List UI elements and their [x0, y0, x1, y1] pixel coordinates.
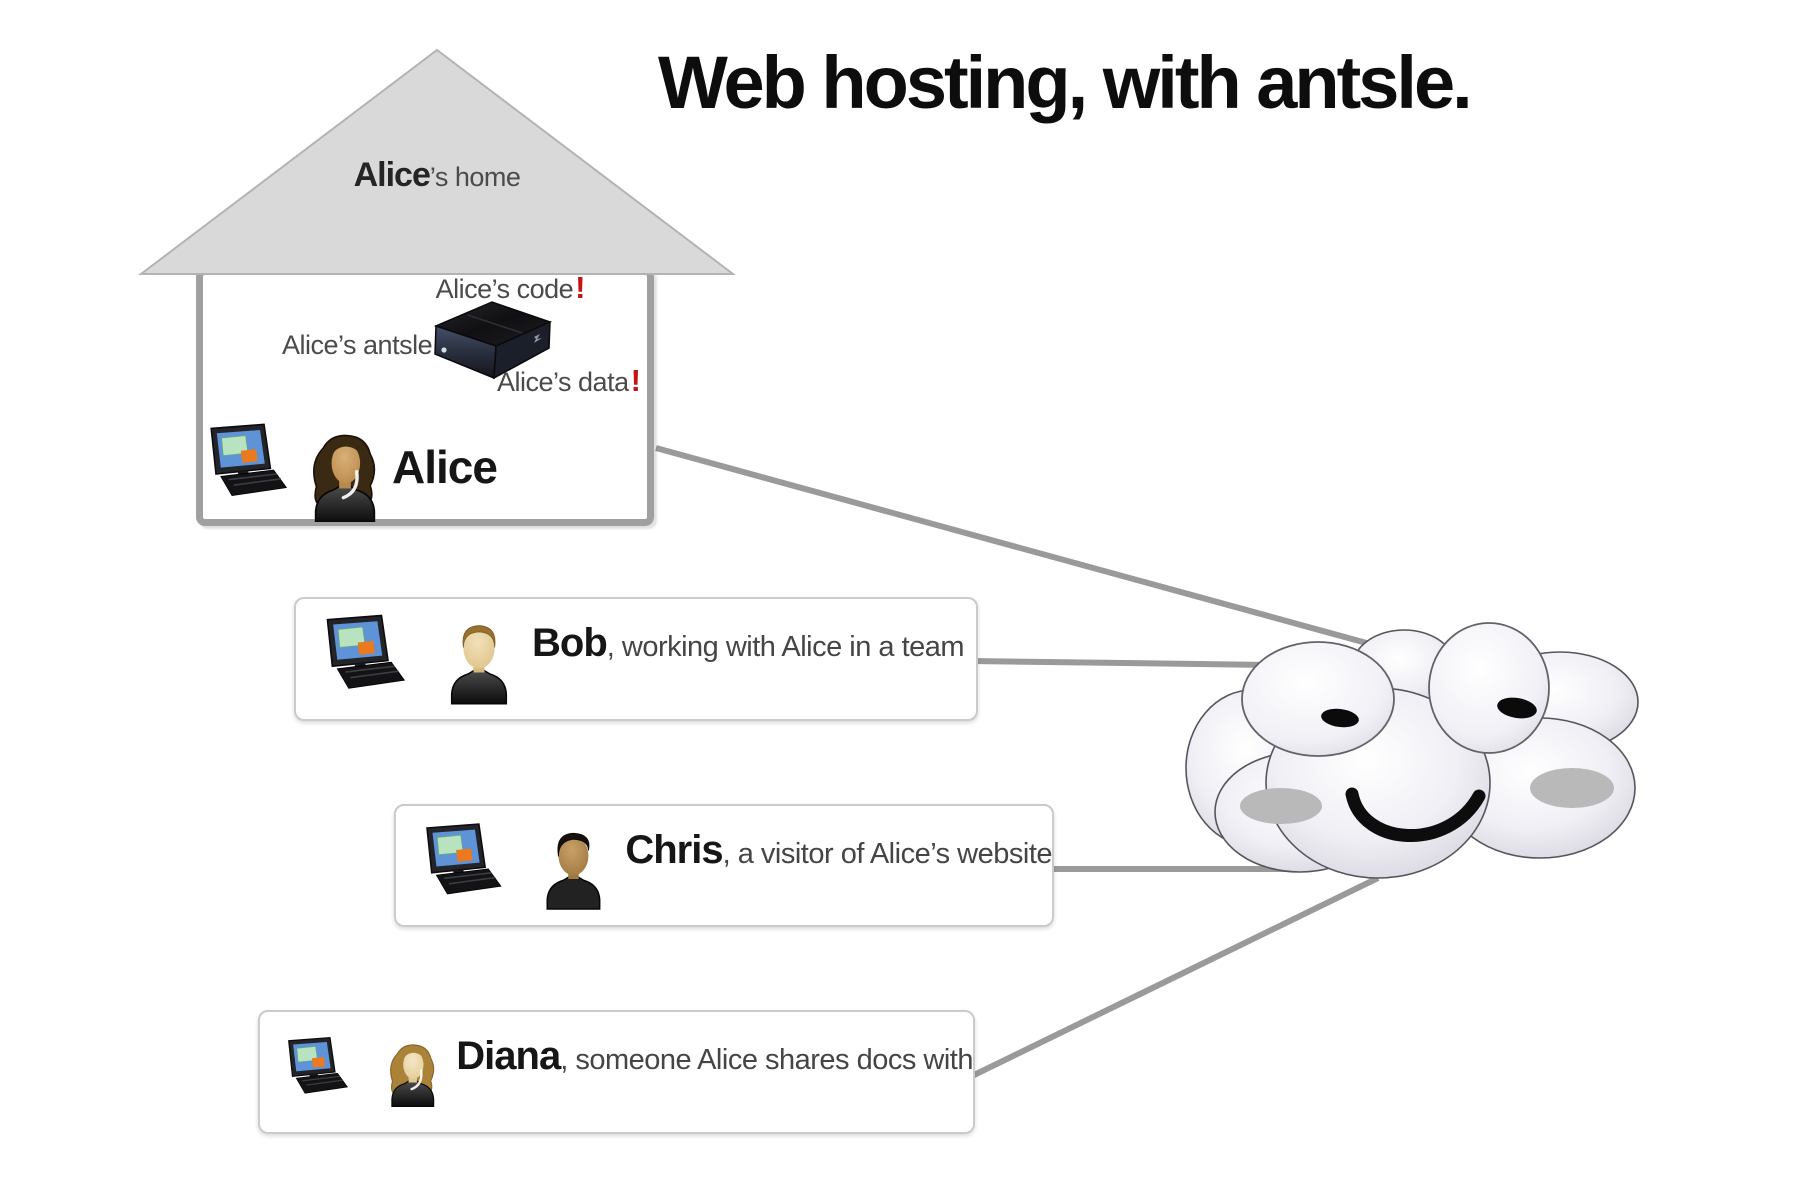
person-name: Bob: [532, 621, 608, 665]
alice-name: Alice: [392, 441, 498, 493]
cloud-smile: [1345, 787, 1486, 843]
cloud-right-pupil: [1497, 697, 1537, 719]
cloud-left-pupil: [1321, 708, 1359, 728]
label-alices-data: Alice’s data!: [497, 363, 641, 398]
person-descriptor: , a visitor of Alice’s website: [722, 838, 1053, 870]
person-text: Bob, working with Alice in a team: [532, 621, 965, 666]
roof-label-suffix: ’s home: [429, 162, 521, 192]
person-name: Chris: [625, 828, 723, 872]
female-avatar-icon: [389, 1044, 434, 1107]
exclamation-mark: !: [630, 363, 641, 398]
male-avatar-icon: [450, 625, 508, 705]
smiling-cloud-mascot-icon: [1185, 622, 1639, 879]
line-diana-to-cloud: [970, 875, 1380, 1079]
house-roof: [138, 48, 736, 275]
male-avatar-icon: [546, 832, 601, 910]
cloud-left-cheek: [1240, 788, 1322, 824]
laptop-icon: [288, 1036, 349, 1094]
house-roof-label: Alice’s home: [354, 156, 521, 195]
laptop-icon: [426, 823, 502, 895]
laptop-icon: [326, 614, 406, 689]
label-alices-antsle: Alice’s antsle: [282, 330, 433, 360]
cloud-right-eye: [1428, 622, 1550, 754]
laptop-icon: [210, 423, 288, 497]
person-card-bob: Bob, working with Alice in a team: [294, 597, 978, 721]
cloud-left-eye: [1241, 641, 1395, 757]
line-alice-to-cloud: [655, 445, 1393, 653]
person-descriptor: , someone Alice shares docs with: [560, 1044, 973, 1076]
person-card-chris: Chris, a visitor of Alice’s website: [394, 804, 1054, 927]
label-alices-code: Alice’s code!: [435, 270, 586, 305]
person-text: Diana, someone Alice shares docs with: [456, 1034, 973, 1079]
line-bob-to-cloud: [969, 658, 1273, 668]
person-name: Diana: [456, 1034, 561, 1078]
exclamation-mark: !: [575, 270, 585, 305]
antsle-logo: [534, 334, 542, 343]
person-text: Chris, a visitor of Alice’s website: [625, 828, 1052, 873]
page-title: Web hosting, with antsle.: [658, 41, 1473, 124]
antsle-server-icon: [433, 301, 553, 380]
roof-label-name: Alice: [353, 156, 431, 194]
person-descriptor: , working with Alice in a team: [606, 631, 965, 663]
female-avatar-icon: [313, 434, 376, 522]
person-card-diana: Diana, someone Alice shares docs with: [258, 1010, 975, 1134]
cloud-right-cheek: [1530, 768, 1614, 808]
antsle-led: [441, 347, 447, 353]
